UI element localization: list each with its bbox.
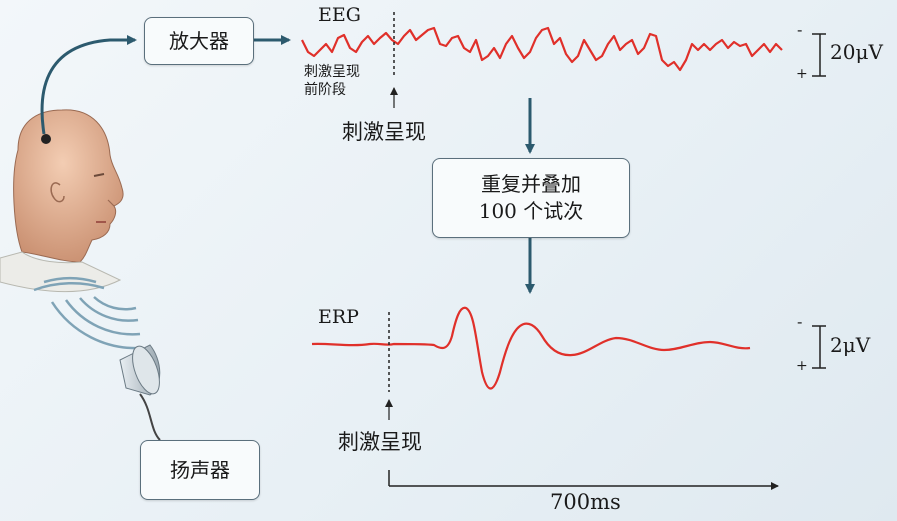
process-box: 重复并叠加 100 个试次 — [432, 158, 630, 238]
amplifier-label: 放大器 — [169, 28, 229, 53]
eeg-scale-label: 20μV — [830, 40, 883, 64]
eeg-prestim-line1: 刺激呈现 — [304, 64, 360, 80]
eeg-scale-minus: - — [797, 20, 803, 39]
electrode-cable — [40, 35, 137, 135]
erp-scale-bar — [812, 325, 826, 369]
erp-title: ERP — [318, 306, 359, 328]
eeg-prestim-line2: 前阶段 — [304, 81, 346, 98]
erp-trace — [311, 306, 751, 390]
head-illustration — [0, 109, 124, 293]
speaker-label: 扬声器 — [170, 457, 230, 482]
eeg-scale-plus: + — [796, 66, 808, 82]
sound-wave-icon — [33, 276, 143, 350]
erp-scale-minus: - — [797, 312, 803, 331]
process-line2: 100 个试次 — [478, 199, 584, 223]
erp-scale-label: 2μV — [830, 333, 871, 357]
eeg-scale-bar — [812, 33, 826, 77]
process-line1: 重复并叠加 — [481, 172, 581, 196]
erp-scale-plus: + — [796, 358, 808, 374]
eeg-title: EEG — [318, 4, 361, 26]
eeg-trace — [301, 26, 783, 72]
eeg-prestim-label: 刺激呈现 前阶段 — [304, 64, 360, 99]
erp-stim-label: 刺激呈现 — [338, 430, 422, 454]
speaker-box: 扬声器 — [140, 440, 260, 500]
eeg-stim-label: 刺激呈现 — [342, 120, 426, 144]
time-label: 700ms — [550, 490, 621, 514]
speaker-icon — [119, 344, 161, 441]
amplifier-box: 放大器 — [144, 17, 254, 65]
time-axis — [388, 470, 779, 490]
